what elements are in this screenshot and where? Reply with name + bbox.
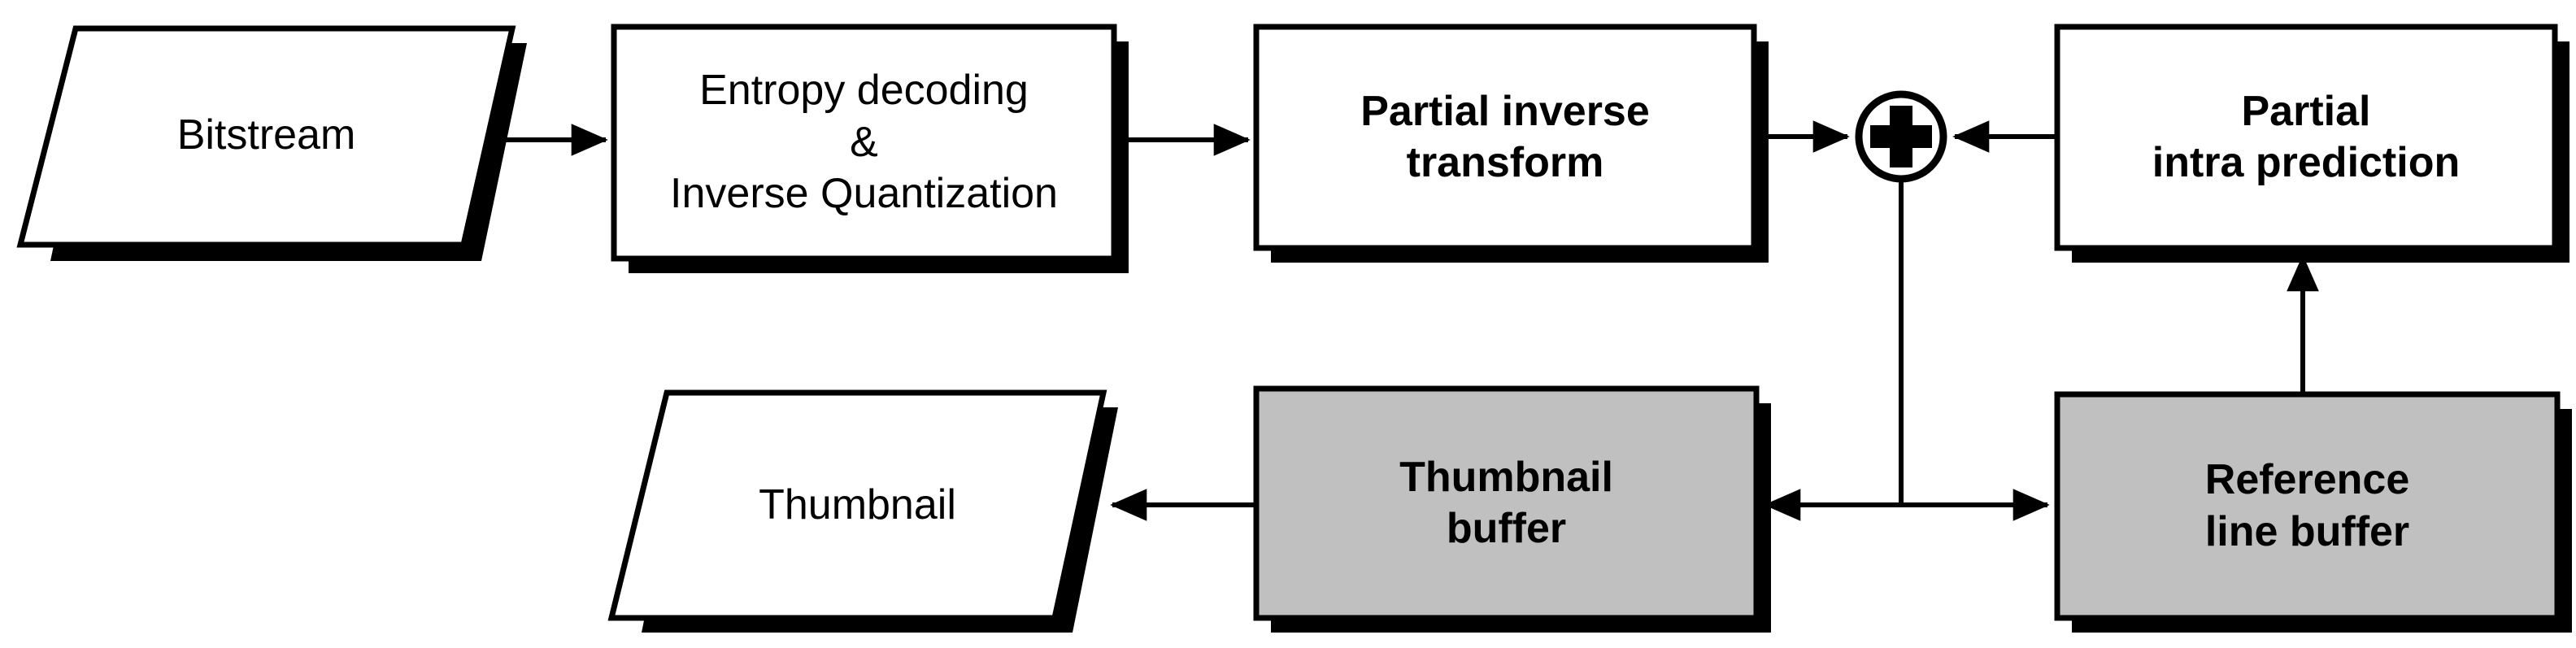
bitstream-shape[interactable] xyxy=(16,25,516,248)
node-shapes xyxy=(16,24,2561,621)
adder-node[interactable] xyxy=(1855,90,1947,183)
partial-intra-prediction-shape[interactable] xyxy=(2054,24,2558,251)
thumbnail-buffer-shape[interactable] xyxy=(1253,385,1760,621)
connectors xyxy=(476,120,2319,521)
partial-inverse-transform-shape[interactable] xyxy=(1253,24,1757,251)
reference-line-buffer-shape[interactable] xyxy=(2054,391,2561,621)
thumbnail-shape[interactable] xyxy=(607,389,1107,621)
entropy-decoding-shape[interactable] xyxy=(611,24,1117,262)
adder-plus-vertical-bar xyxy=(1890,106,1912,167)
